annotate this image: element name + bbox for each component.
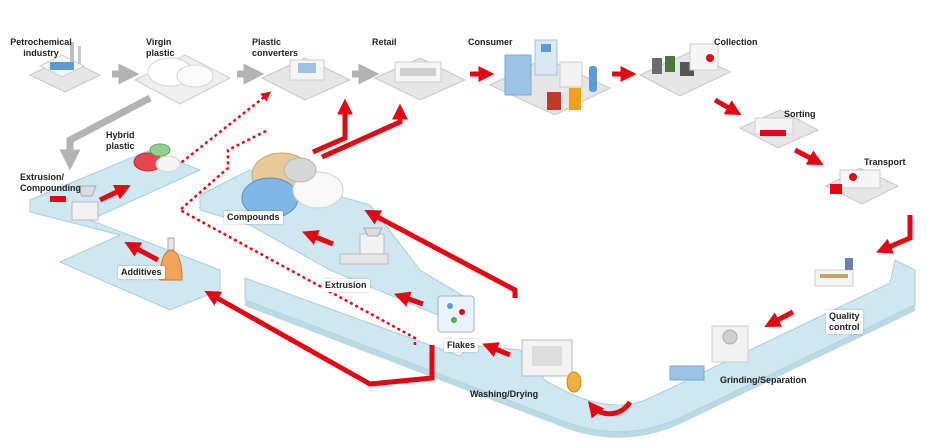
waste-bins-icon bbox=[638, 43, 732, 97]
conveyor-belt-main bbox=[244, 259, 916, 438]
label-flakes: Flakes bbox=[444, 339, 479, 352]
label-collection: Collection bbox=[714, 37, 758, 47]
granules-pile-icon bbox=[133, 54, 232, 105]
flask-icon bbox=[159, 237, 183, 281]
factory-icon bbox=[28, 42, 102, 93]
label-hybrid-plastic: Hybrid plastic bbox=[106, 130, 135, 151]
label-grinding-separation: Grinding/Separation bbox=[720, 375, 807, 385]
label-sorting: Sorting bbox=[784, 109, 816, 119]
label-quality-control: Quality control bbox=[826, 310, 863, 334]
label-extrusion-compounding: Extrusion/ Compounding bbox=[20, 172, 81, 193]
label-additives: Additives bbox=[118, 266, 165, 279]
compounds-pile-icon bbox=[241, 152, 344, 219]
compounding-machine-icon bbox=[50, 185, 99, 221]
label-retail: Retail bbox=[372, 37, 397, 47]
grinding-machine-icon bbox=[669, 325, 749, 381]
flakes-bag-icon bbox=[437, 295, 475, 333]
label-washing-drying: Washing/Drying bbox=[470, 389, 539, 399]
label-petrochemical-industry: Petrochemical industry bbox=[10, 37, 72, 58]
extruder-icon bbox=[339, 227, 389, 265]
sorting-plant-icon bbox=[738, 109, 820, 149]
label-extrusion: Extrusion bbox=[322, 279, 370, 292]
label-plastic-converters: Plastic converters bbox=[252, 37, 299, 58]
label-virgin-plastic: Virgin plastic bbox=[146, 37, 175, 58]
flow-arrows bbox=[98, 65, 913, 419]
quality-control-station-icon bbox=[814, 258, 854, 287]
truck-icon bbox=[824, 167, 900, 205]
washing-machine-icon bbox=[521, 339, 582, 393]
label-transport: Transport bbox=[864, 157, 906, 167]
neutral-arrows bbox=[59, 63, 380, 171]
city-icon bbox=[488, 39, 612, 116]
label-consumer: Consumer bbox=[468, 37, 513, 47]
hybrid-plastic-pile-icon bbox=[133, 143, 181, 173]
label-compounds: Compounds bbox=[224, 211, 283, 224]
dotted-routes bbox=[176, 91, 417, 345]
converter-machine-icon bbox=[260, 57, 352, 101]
store-icon bbox=[373, 57, 467, 101]
